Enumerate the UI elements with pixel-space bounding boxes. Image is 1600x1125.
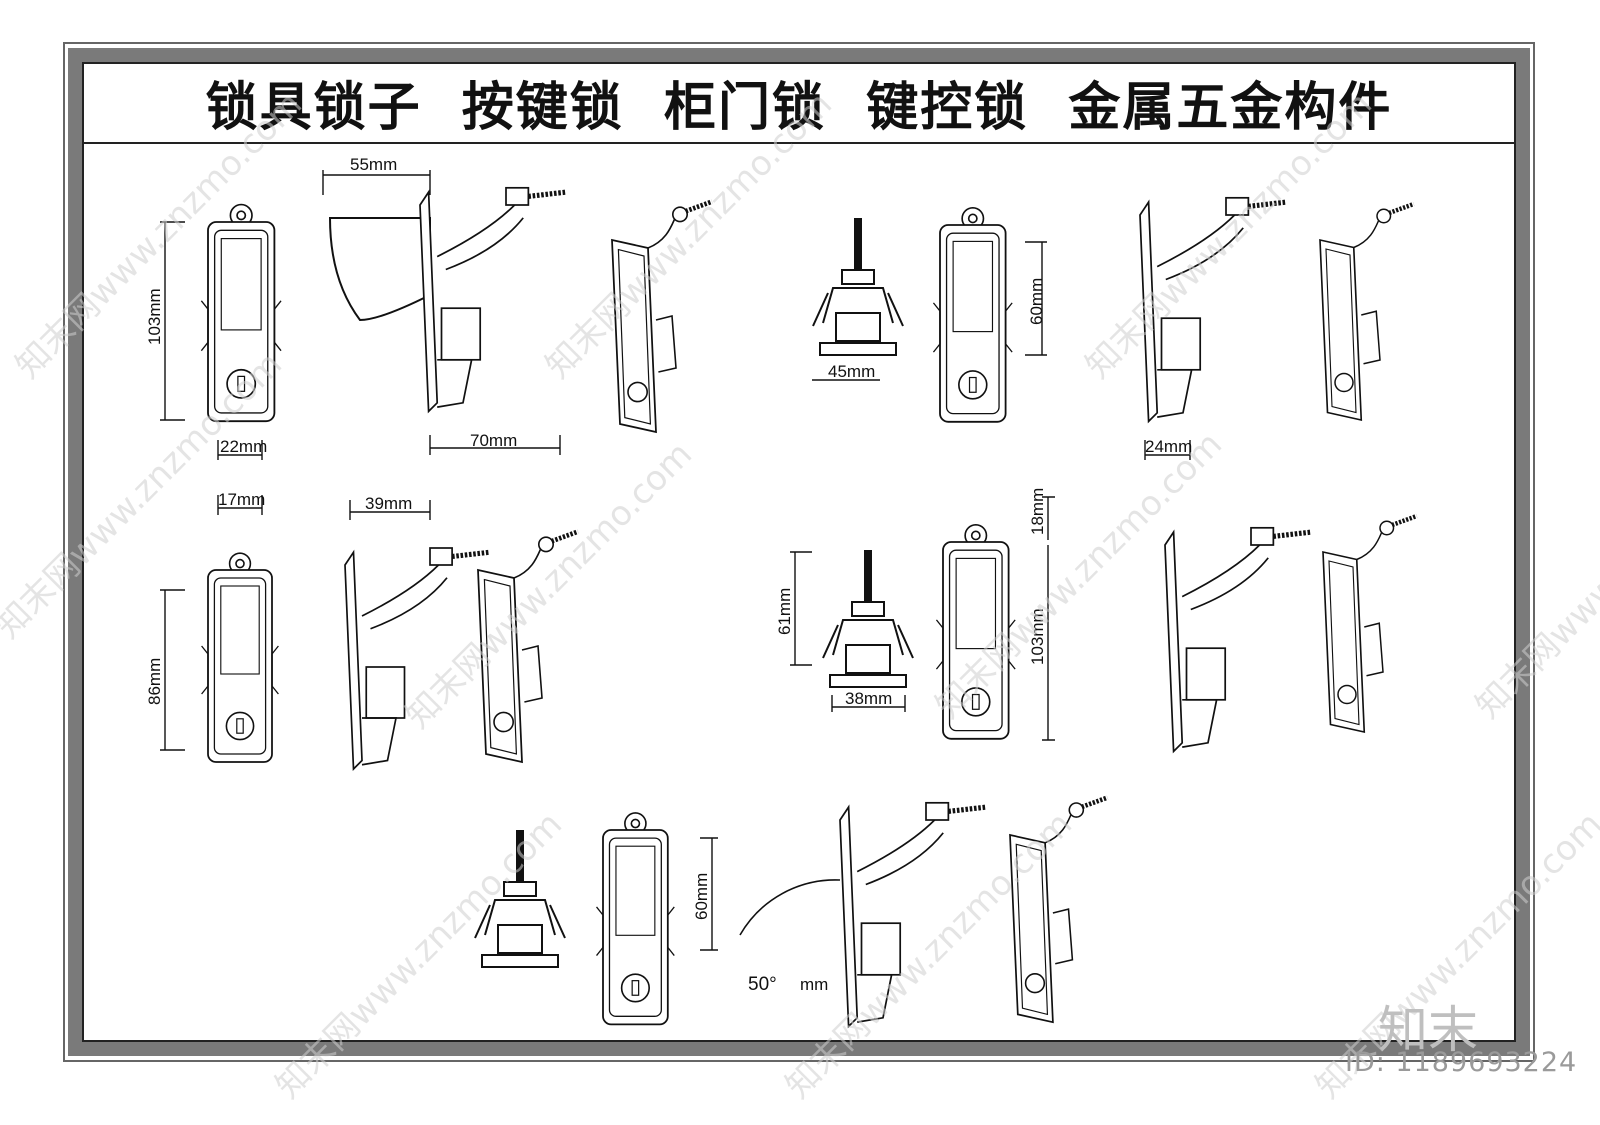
inner-frame [82, 62, 1516, 1042]
outer-frame [63, 42, 1535, 1062]
watermark-7: 知末网www.znzmo.com [1468, 424, 1600, 726]
lock-2-iso-view [1320, 204, 1414, 420]
dim-45mm: 45mm [828, 362, 875, 381]
dim-17mm: 17mm [218, 490, 265, 509]
dim-50-degrees: 50° [748, 974, 777, 995]
dim-22mm: 22mm [220, 437, 267, 456]
dim-86mm: 86mm [145, 658, 164, 705]
dim-60mm-a: 60mm [1027, 278, 1046, 325]
brand-logo: 知末 [1378, 1001, 1478, 1059]
dim-103mm: 103mm [145, 288, 164, 345]
dim-70mm: 70mm [470, 431, 517, 450]
dim-mm-unit: mm [800, 975, 828, 994]
dimension-lines [160, 170, 1191, 951]
dim-103mm-b: 103mm [1028, 608, 1047, 665]
watermark-2: 知末网www.znzmo.com [538, 84, 840, 386]
title-bar: 锁具锁子 按键锁 柜门锁 键控锁 金属五金构件 [82, 62, 1516, 144]
dim-61mm: 61mm [775, 588, 794, 635]
dim-60mm-b: 60mm [692, 873, 711, 920]
lock-1-side-view [328, 188, 566, 412]
page-title: 锁具锁子 按键锁 柜门锁 键控锁 金属五金构件 [205, 77, 1393, 138]
dim-39mm: 39mm [365, 494, 412, 513]
drawing-border [68, 48, 1530, 1056]
lock-4-iso-view [1323, 516, 1417, 732]
lock-5-front-view [595, 812, 676, 1026]
dim-18mm: 18mm [1028, 488, 1047, 535]
lock-4-clip-view [822, 549, 914, 688]
lock-3-front-view [200, 552, 280, 763]
id-label: ID: 1189693224 [1345, 1047, 1578, 1078]
lock-2-front-view [932, 206, 1014, 423]
watermark-5: 知末网www.znzmo.com [398, 434, 700, 736]
dim-24mm: 24mm [1145, 437, 1192, 456]
lock-5-side-view [739, 803, 986, 1027]
lock-4-side-view [1165, 528, 1311, 752]
dim-38mm: 38mm [845, 689, 892, 708]
lock-2-clip-view [812, 217, 904, 356]
dim-55mm: 55mm [350, 155, 397, 174]
